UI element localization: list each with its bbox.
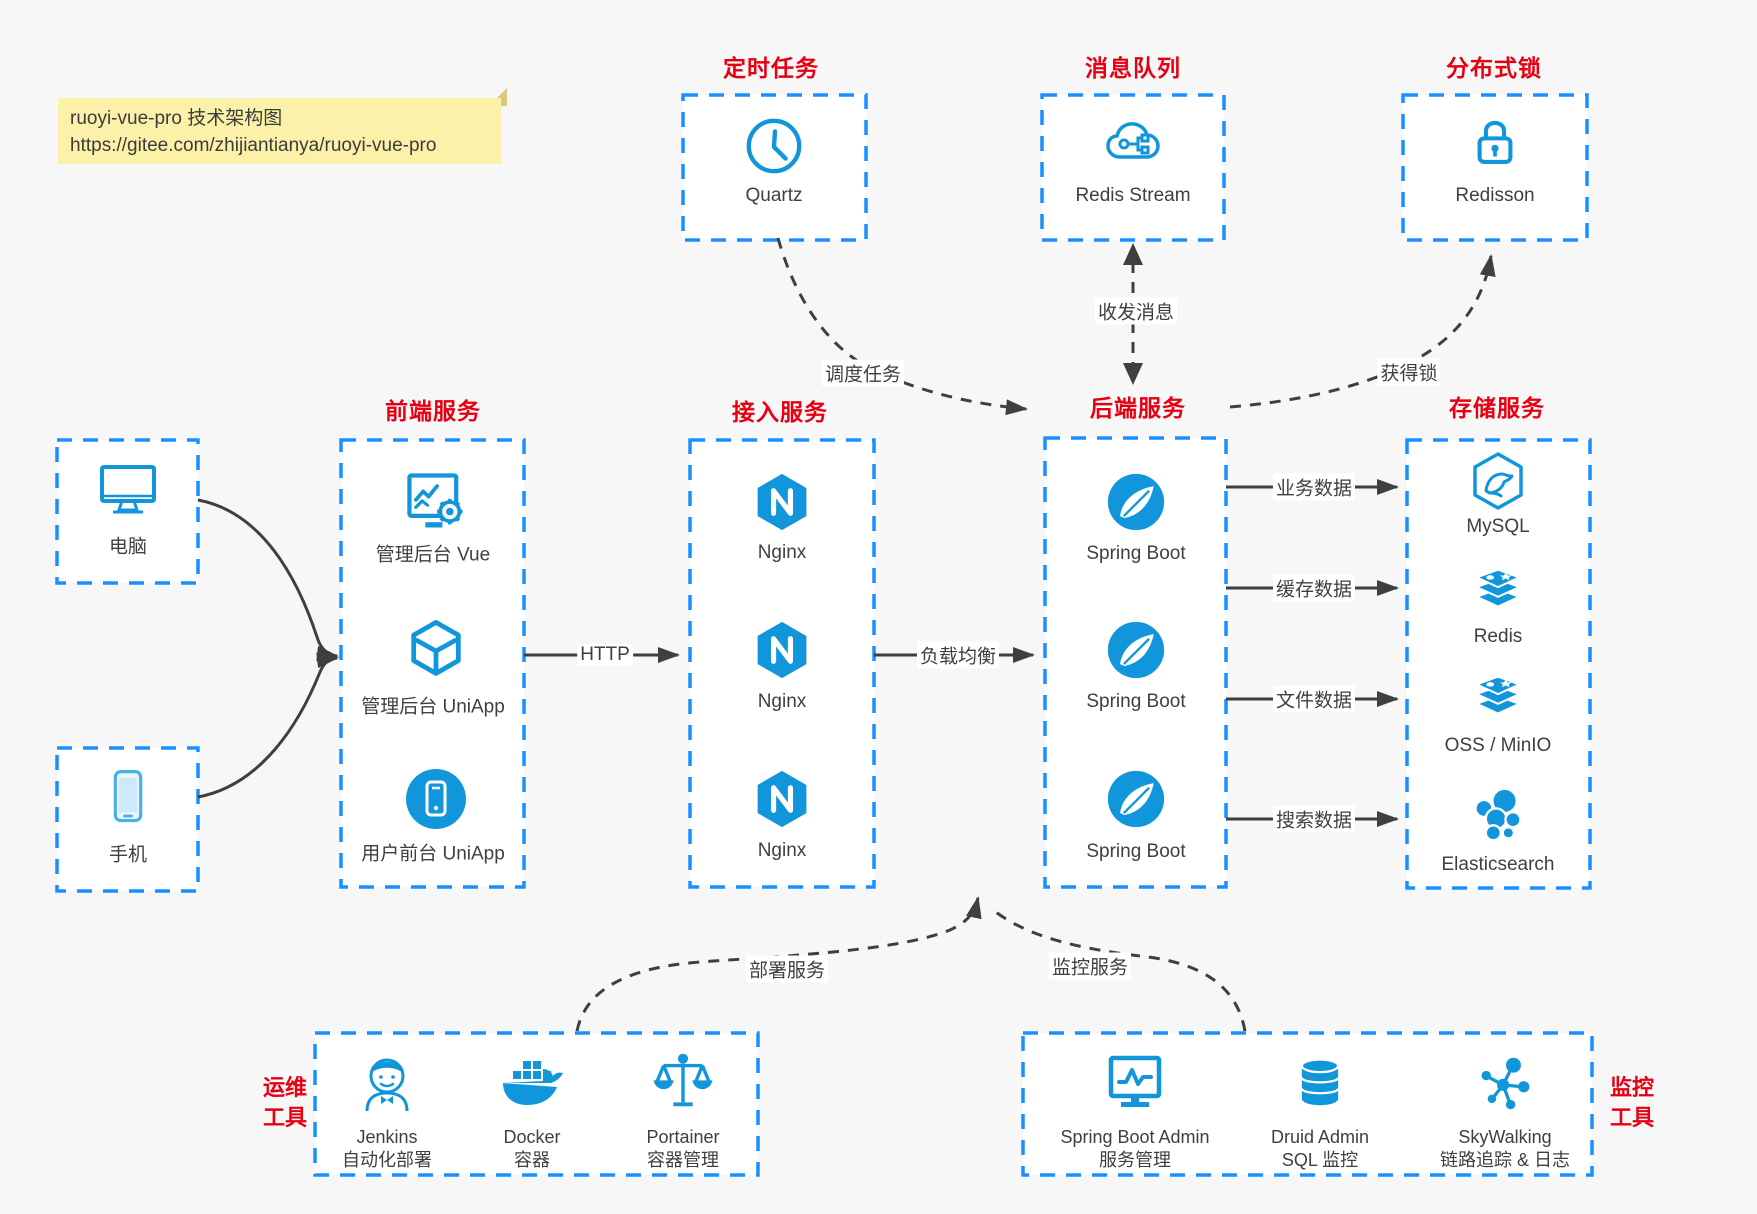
user-uniapp-icon	[406, 769, 466, 829]
label-spring-boot-3: Spring Boot	[1086, 841, 1186, 862]
jenkins-icon	[365, 1058, 409, 1112]
edge-label-monitor: 监控服务	[1048, 952, 1132, 980]
label-admin-uniapp: 管理后台 UniApp	[361, 696, 505, 718]
druid-name: Druid Admin	[1270, 1127, 1370, 1147]
docker-icon	[503, 1061, 563, 1105]
druid-desc: SQL 监控	[1281, 1150, 1359, 1170]
edge-label-send-receive: 收发消息	[1094, 297, 1178, 325]
title-timer: 定时任务	[723, 55, 819, 81]
sticky-note: ruoyi-vue-pro 技术架构图 https://gitee.com/zh…	[58, 98, 501, 164]
label-quartz: Quartz	[745, 185, 803, 206]
label-oss-minio: OSS / MinIO	[1444, 735, 1552, 756]
mysql-icon	[1473, 452, 1523, 510]
title-backend: 后端服务	[1090, 395, 1186, 421]
edge-label-file-data: 文件数据	[1272, 685, 1356, 713]
jenkins-name: Jenkins	[356, 1127, 418, 1147]
sba-name: Spring Boot Admin	[1060, 1127, 1210, 1147]
nginx-icon	[757, 473, 807, 531]
uniapp-cube-icon	[411, 619, 461, 676]
title-ops-tools: 运维 工具	[263, 1073, 307, 1133]
elasticsearch-icon	[1474, 787, 1522, 842]
title-storage: 存储服务	[1449, 395, 1545, 421]
label-admin-vue: 管理后台 Vue	[375, 544, 491, 566]
ops-title-line2: 工具	[262, 1105, 308, 1130]
nginx-icon	[757, 621, 807, 679]
title-mq: 消息队列	[1085, 55, 1181, 81]
oss-minio-icon	[1475, 675, 1521, 715]
portainer-desc: 容器管理	[646, 1150, 719, 1170]
edge-label-http: HTTP	[577, 644, 633, 666]
label-druid-admin: Druid Admin SQL 监控	[1271, 1126, 1369, 1172]
portainer-icon	[653, 1053, 713, 1107]
label-phone: 手机	[108, 844, 148, 866]
nginx-icon	[757, 770, 807, 828]
label-redis-stream: Redis Stream	[1075, 185, 1191, 206]
label-jenkins: Jenkins 自动化部署	[342, 1126, 432, 1172]
monitor-title-line1: 监控	[1609, 1075, 1655, 1100]
clock-icon	[746, 118, 802, 174]
docker-name: Docker	[503, 1127, 561, 1147]
title-lock: 分布式锁	[1446, 55, 1542, 81]
mq-box	[1040, 93, 1226, 242]
edge-computer-frontend	[197, 498, 339, 662]
edge-acquire-lock-curve	[1229, 254, 1496, 409]
spring-boot-icon	[1107, 770, 1165, 828]
label-nginx-1: Nginx	[757, 542, 807, 563]
edge-phone-frontend	[197, 652, 339, 799]
portainer-name: Portainer	[646, 1127, 720, 1147]
edge-label-deploy: 部署服务	[745, 955, 829, 983]
admin-vue-icon	[407, 473, 463, 528]
docker-desc: 容器	[513, 1150, 550, 1170]
send-receive-arrow-up	[1123, 243, 1143, 265]
edge-label-load-balance: 负载均衡	[916, 641, 1000, 669]
label-portainer: Portainer 容器管理	[646, 1126, 719, 1172]
monitor-title-line2: 工具	[1609, 1105, 1655, 1130]
edge-label-search-data: 搜索数据	[1272, 805, 1356, 833]
skywalking-icon	[1481, 1057, 1530, 1110]
lock-box	[1401, 93, 1589, 242]
label-skywalking: SkyWalking 链路追踪 & 日志	[1440, 1126, 1570, 1172]
phone-icon	[113, 770, 143, 823]
spring-boot-icon	[1107, 473, 1165, 531]
lock-icon	[1477, 120, 1513, 164]
label-nginx-3: Nginx	[757, 840, 807, 861]
spring-boot-icon	[1107, 621, 1165, 679]
label-elasticsearch: Elasticsearch	[1441, 854, 1555, 875]
ops-title-line1: 运维	[262, 1075, 308, 1100]
label-user-uniapp: 用户前台 UniApp	[361, 843, 505, 865]
skywalking-name: SkyWalking	[1458, 1127, 1552, 1147]
edge-label-acquire-lock: 获得锁	[1377, 358, 1441, 386]
edge-label-cache-data: 缓存数据	[1272, 574, 1356, 602]
title-frontend: 前端服务	[385, 398, 481, 424]
cloud-stream-icon	[1106, 122, 1160, 159]
skywalking-desc: 链路追踪 & 日志	[1439, 1150, 1571, 1170]
label-computer: 电脑	[108, 536, 148, 558]
title-gateway: 接入服务	[732, 399, 828, 425]
label-docker: Docker 容器	[503, 1126, 560, 1172]
note-title: ruoyi-vue-pro 技术架构图	[70, 108, 283, 129]
edge-label-business-data: 业务数据	[1272, 473, 1356, 501]
edge-label-schedule: 调度任务	[821, 359, 905, 387]
computer-icon	[100, 465, 156, 514]
label-spring-boot-2: Spring Boot	[1086, 691, 1186, 712]
druid-db-icon	[1300, 1058, 1340, 1106]
label-redisson: Redisson	[1455, 185, 1535, 206]
label-nginx-2: Nginx	[757, 691, 807, 712]
label-spring-boot-1: Spring Boot	[1086, 543, 1186, 564]
note-url: https://gitee.com/zhijiantianya/ruoyi-vu…	[70, 135, 437, 156]
label-redis: Redis	[1473, 626, 1523, 647]
redis-icon	[1475, 568, 1521, 608]
title-monitor-tools: 监控 工具	[1610, 1073, 1654, 1133]
send-receive-arrow-down	[1123, 363, 1143, 385]
label-spring-boot-admin: Spring Boot Admin 服务管理	[1060, 1126, 1209, 1172]
label-mysql: MySQL	[1466, 516, 1530, 537]
sba-desc: 服务管理	[1099, 1150, 1171, 1170]
jenkins-desc: 自动化部署	[342, 1150, 432, 1170]
spring-boot-admin-icon	[1108, 1055, 1162, 1107]
